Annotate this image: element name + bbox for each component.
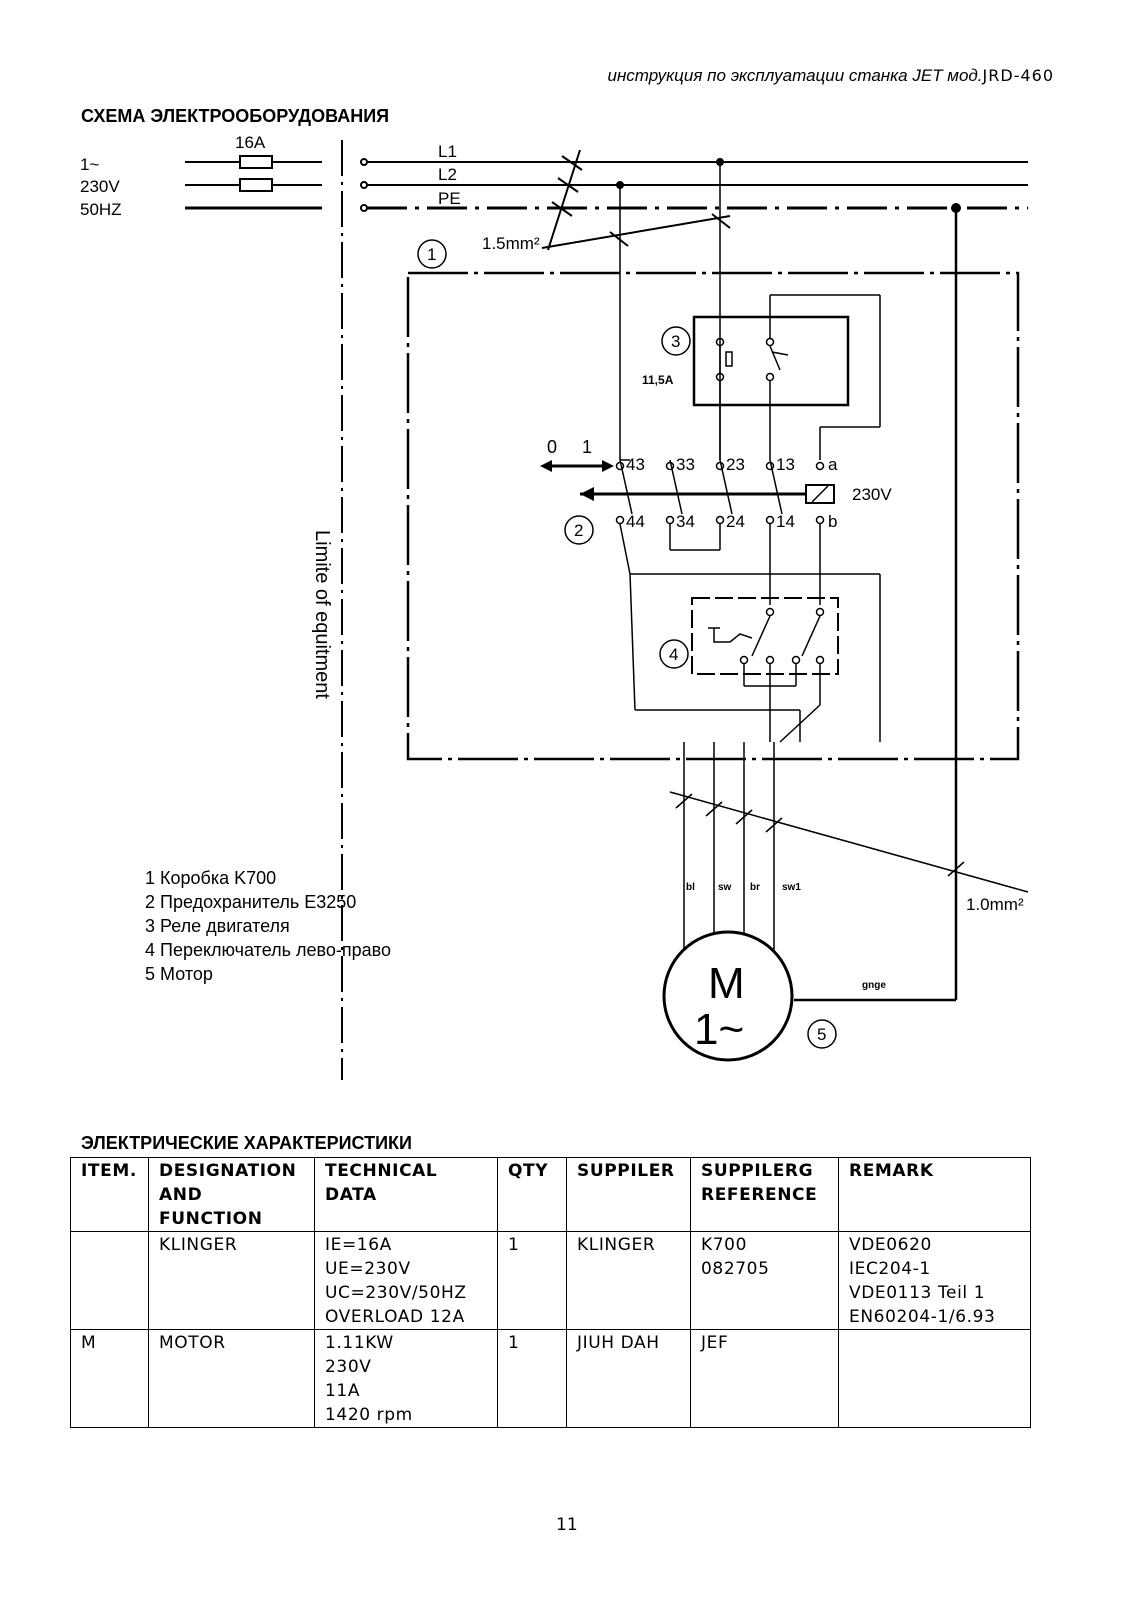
direction-switch-box bbox=[691, 597, 839, 675]
wiring-diagram: 1~ 230V 50HZ 16A Limite of equitment L1 … bbox=[80, 133, 1029, 1080]
col-qty: QTY bbox=[497, 1157, 567, 1232]
fuse-rating-label: 16A bbox=[235, 133, 266, 152]
terminal-b: b bbox=[828, 512, 837, 531]
terminal-34: 34 bbox=[676, 512, 695, 531]
fuse-symbols bbox=[239, 155, 273, 192]
col-supplier: SUPPILER bbox=[566, 1157, 691, 1232]
line-pe-label: PE bbox=[438, 189, 461, 208]
schematic-title: СХЕМА ЭЛЕКТРООБОРУДОВАНИЯ bbox=[81, 106, 390, 126]
supply-lines-left bbox=[185, 161, 322, 210]
callout-4 bbox=[659, 639, 689, 669]
motor-wires bbox=[620, 459, 1029, 1002]
wire-sw-label: sw bbox=[718, 882, 732, 893]
col-item: ITEM. bbox=[70, 1157, 149, 1232]
supply-phase-label: 1~ bbox=[80, 155, 99, 174]
ground-wire-label: gnge bbox=[862, 980, 886, 991]
terminal-23: 23 bbox=[726, 455, 745, 474]
svg-text:4: 4 bbox=[669, 645, 678, 664]
relay-rating-label: 11,5A bbox=[642, 373, 674, 387]
callout-1 bbox=[417, 239, 447, 269]
box-k700 bbox=[406, 271, 1020, 761]
legend-item: 4 Переключатель лево-право bbox=[145, 940, 392, 960]
switch-position-0: 0 bbox=[547, 437, 557, 457]
wire-br-label: br bbox=[750, 882, 760, 893]
svg-text:3: 3 bbox=[671, 332, 680, 351]
component-legend: 1 Коробка K700 2 Предохранитель E3250 3 … bbox=[145, 866, 391, 986]
drop-wires bbox=[619, 162, 958, 1000]
motor-symbol bbox=[662, 930, 794, 1062]
motor-phase: 1~ bbox=[694, 1005, 744, 1054]
terminal-43: 43 bbox=[626, 455, 645, 474]
supply-frequency-label: 50HZ bbox=[80, 200, 122, 219]
electrical-specs-title: ЭЛЕКТРИЧЕСКИЕ ХАРАКТЕРИСТИКИ bbox=[81, 1133, 412, 1153]
callout-5 bbox=[807, 1019, 837, 1049]
col-remark: REMARK bbox=[838, 1157, 1031, 1232]
switch-position-1: 1 bbox=[582, 437, 592, 457]
svg-text:2: 2 bbox=[574, 521, 583, 540]
coil-voltage-label: 230V bbox=[852, 485, 892, 504]
wire-bl-label: bl bbox=[686, 882, 695, 893]
motor-relay-box bbox=[692, 315, 850, 407]
legend-item: 3 Реле двигателя bbox=[145, 916, 290, 936]
legend-item: 5 Мотор bbox=[145, 964, 213, 984]
switch-terminals bbox=[580, 459, 881, 742]
cable-marks-top bbox=[541, 149, 961, 251]
callout-2 bbox=[564, 515, 594, 545]
terminal-24: 24 bbox=[726, 512, 745, 531]
wire-sw1-label: sw1 bbox=[782, 882, 801, 893]
callout-3 bbox=[661, 326, 691, 356]
main-bus-lines bbox=[360, 158, 1028, 212]
page-header: инструкция по эксплуатации станка JET мо… bbox=[607, 66, 1054, 85]
terminal-13: 13 bbox=[776, 455, 795, 474]
legend-item: 1 Коробка K700 bbox=[145, 868, 277, 888]
wire-section-label-top: 1.5mm² bbox=[482, 234, 540, 253]
boundary-label: Limite of equitment bbox=[311, 530, 333, 699]
wire-section-label-bottom: 1.0mm² bbox=[966, 895, 1024, 914]
legend-item: 2 Предохранитель E3250 bbox=[145, 892, 357, 912]
page-number: 11 bbox=[556, 1515, 578, 1535]
terminal-a: a bbox=[828, 455, 838, 474]
motor-letter: M bbox=[708, 959, 745, 1008]
svg-text:1: 1 bbox=[427, 245, 436, 264]
svg-text:5: 5 bbox=[817, 1025, 826, 1044]
terminal-33: 33 bbox=[676, 455, 695, 474]
terminal-14: 14 bbox=[776, 512, 795, 531]
line-l1-label: L1 bbox=[438, 142, 457, 161]
supply-voltage-label: 230V bbox=[80, 177, 120, 196]
line-l2-label: L2 bbox=[438, 165, 457, 184]
terminal-44: 44 bbox=[626, 512, 645, 531]
